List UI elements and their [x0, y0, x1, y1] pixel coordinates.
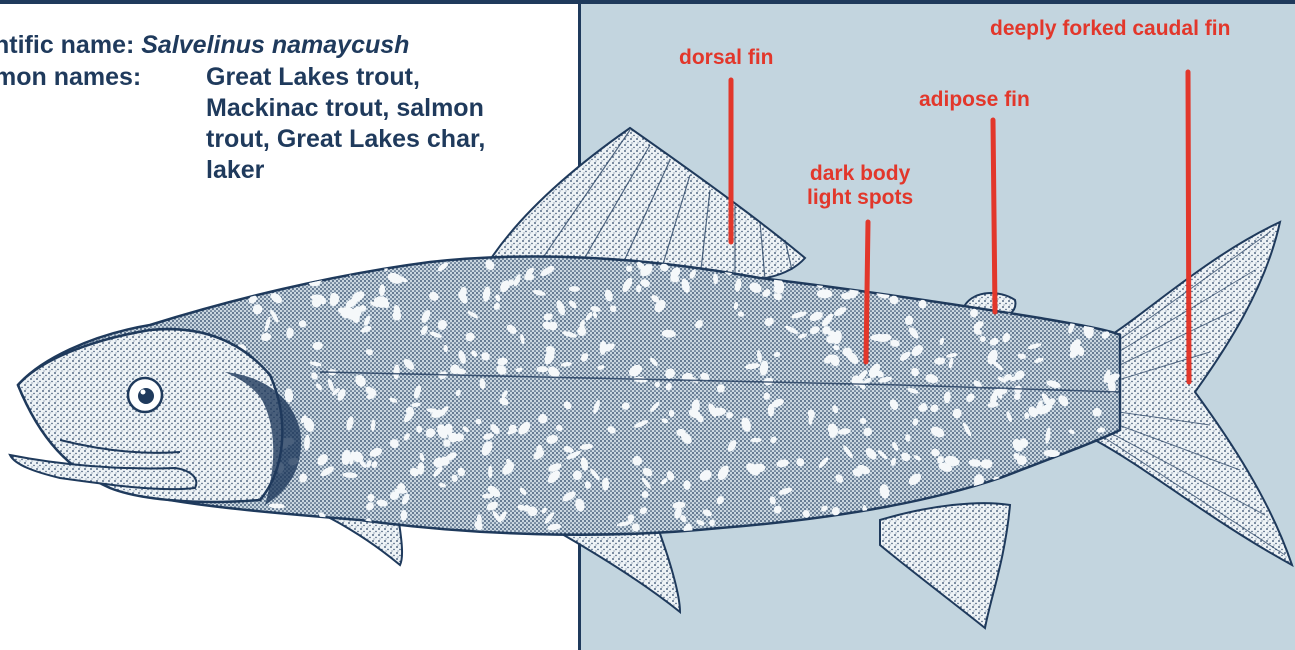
common-name-line: laker — [206, 155, 485, 186]
scientific-name-value: Salvelinus namaycush — [141, 31, 409, 59]
light-spot — [949, 273, 959, 287]
light-spot — [1039, 291, 1053, 301]
light-spot — [252, 525, 261, 532]
light-spot — [820, 268, 834, 282]
anal-fin — [880, 503, 1010, 628]
light-spot — [1116, 265, 1123, 272]
light-spot — [817, 289, 833, 298]
scientific-name-label: ntific name: — [0, 31, 134, 59]
light-spot — [1003, 478, 1013, 489]
light-spot — [1064, 302, 1073, 307]
label-body-pattern: dark body light spots — [807, 162, 913, 210]
common-name-line: trout, Great Lakes char, — [206, 124, 485, 155]
light-spot — [283, 261, 299, 274]
light-spot — [1107, 479, 1118, 491]
common-name-line: Great Lakes trout, — [206, 62, 485, 93]
label-adipose-fin: adipose fin — [919, 88, 1030, 112]
light-spot — [1085, 502, 1099, 519]
light-spot — [1051, 266, 1068, 282]
label-dark-body: dark body — [807, 162, 913, 186]
label-dorsal-fin: dorsal fin — [679, 46, 774, 70]
light-spot — [1081, 449, 1092, 461]
light-spot — [1065, 285, 1076, 293]
light-spot — [1101, 458, 1117, 467]
light-spot — [954, 409, 962, 416]
light-spot — [294, 523, 302, 531]
light-spot — [1033, 473, 1042, 482]
light-spot — [1057, 461, 1068, 473]
light-spot — [858, 513, 869, 526]
light-spot — [1096, 307, 1108, 317]
light-spot — [858, 264, 866, 274]
light-spot — [1081, 288, 1092, 298]
light-spot — [1084, 261, 1096, 273]
label-light-spots: light spots — [807, 186, 913, 210]
light-spot — [655, 382, 660, 388]
light-spot — [931, 263, 946, 276]
light-spot — [1059, 475, 1074, 484]
light-spot — [260, 266, 275, 281]
light-spot — [1067, 473, 1078, 483]
light-spot — [488, 466, 492, 479]
light-spot — [1100, 266, 1113, 283]
light-spot — [1083, 469, 1096, 485]
light-spot — [973, 282, 981, 290]
light-spot — [751, 438, 762, 443]
light-spot — [812, 263, 820, 271]
light-spot — [636, 285, 641, 293]
common-names-list: Great Lakes trout, Mackinac trout, salmo… — [206, 62, 485, 186]
light-spot — [1098, 262, 1106, 270]
light-spot — [1047, 512, 1054, 525]
light-spot — [1046, 305, 1055, 314]
common-names-label: mon names: — [0, 62, 141, 93]
light-spot — [794, 269, 802, 278]
scientific-name-row: ntific name: Salvelinus namaycush — [0, 30, 409, 61]
light-spot — [1036, 296, 1044, 308]
light-spot — [955, 289, 962, 299]
common-name-line: Mackinac trout, salmon — [206, 93, 485, 124]
light-spot — [326, 263, 338, 275]
light-spot — [973, 267, 985, 279]
label-caudal-fin: deeply forked caudal fin — [990, 17, 1230, 41]
light-spot — [770, 527, 781, 532]
light-spot — [267, 266, 280, 283]
